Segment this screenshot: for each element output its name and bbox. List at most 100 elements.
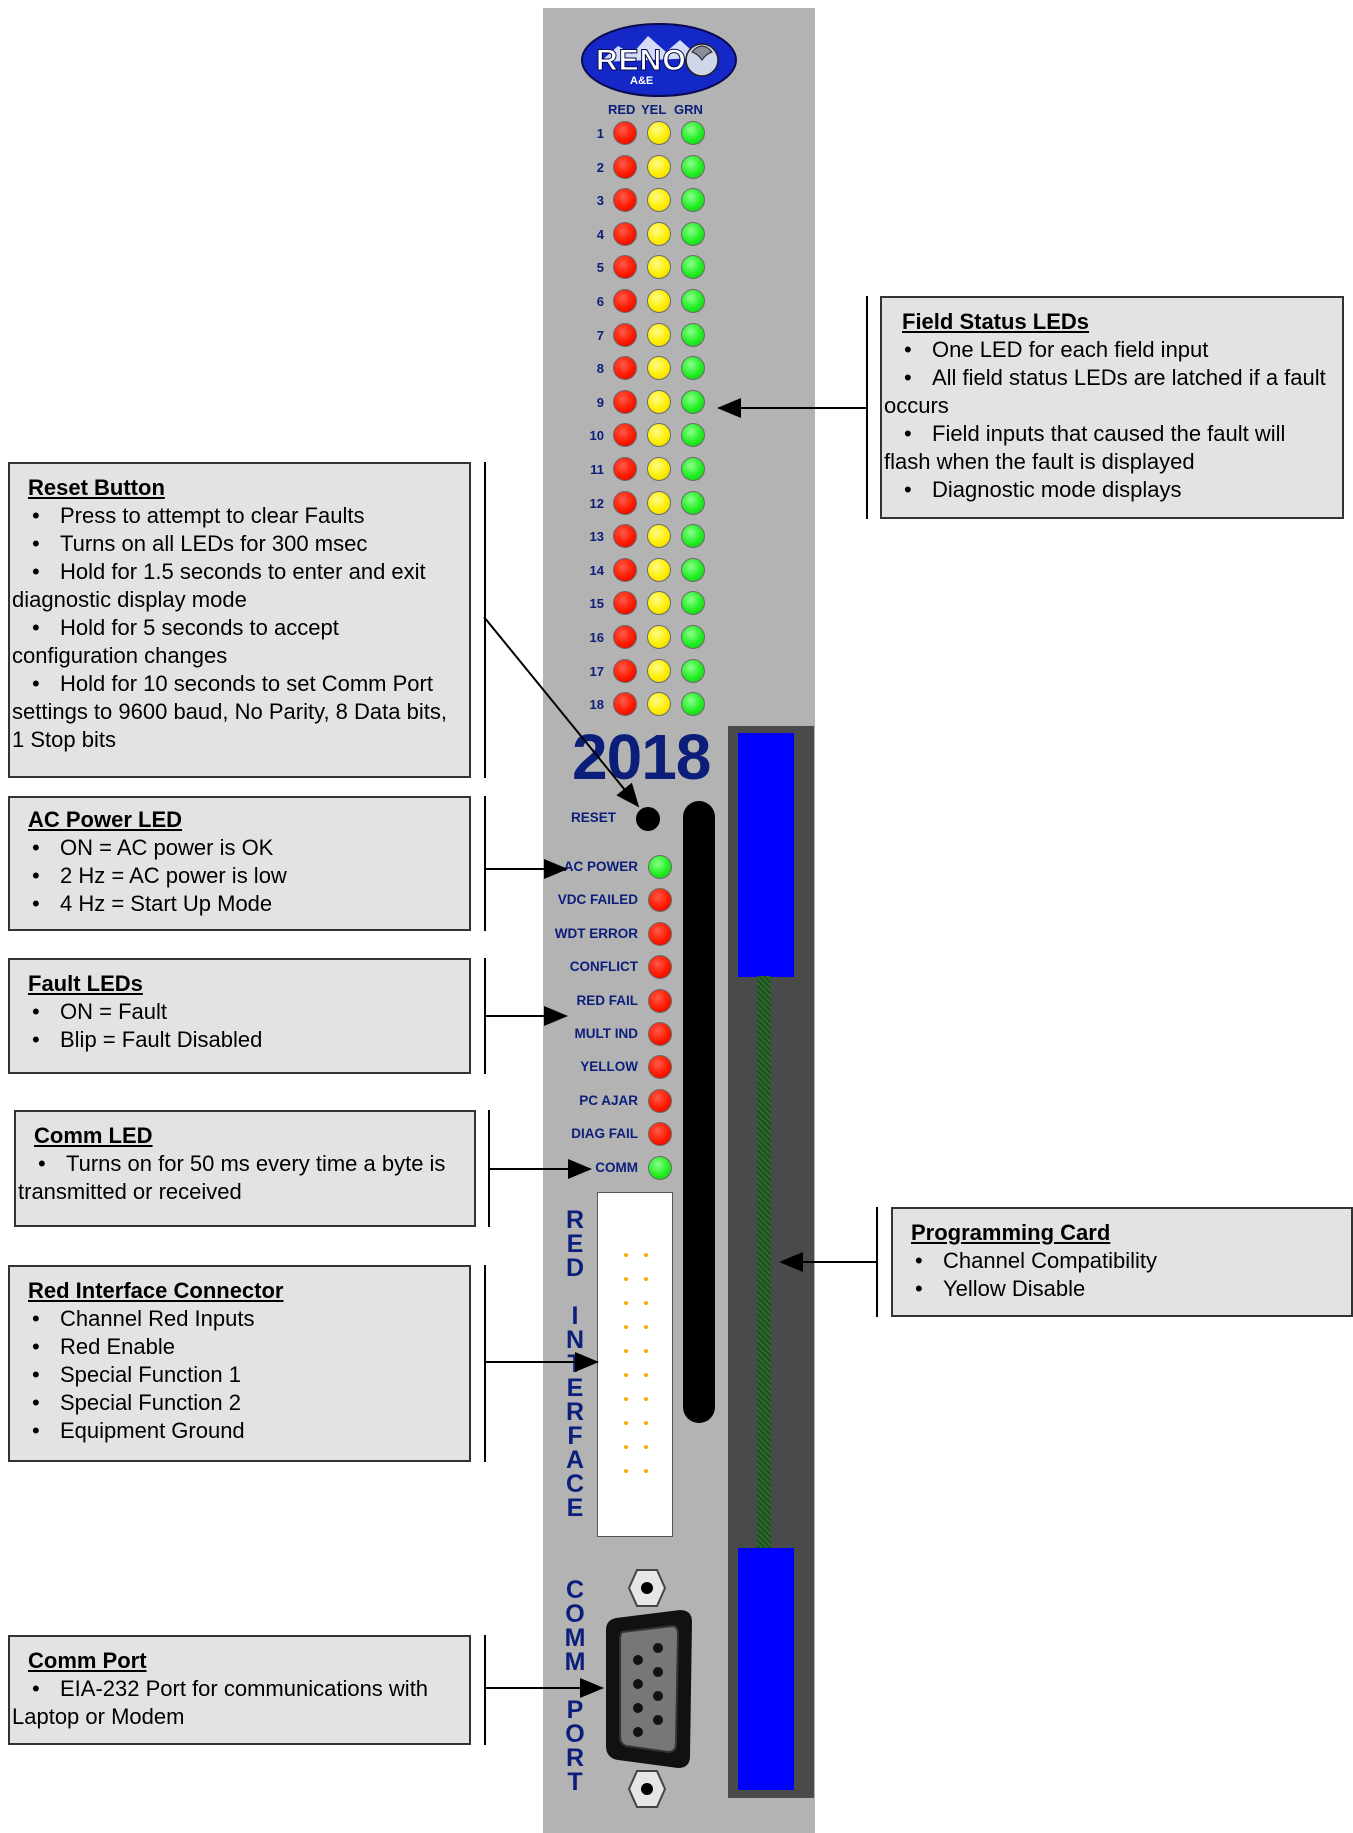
screw-icon [627, 1770, 667, 1808]
channel-number: 10 [589, 428, 604, 444]
connector-pin [644, 1301, 648, 1305]
callout-item: Field inputs that caused the fault will … [834, 420, 1342, 476]
connector-pin [644, 1397, 648, 1401]
status-led-row: AC POWER [548, 852, 678, 882]
yellow-led [647, 389, 671, 414]
status-led-row: COMM [548, 1153, 678, 1183]
led-header-yellow: YEL [641, 102, 667, 117]
field-status-led-row: 6 [580, 287, 710, 317]
callout-bracket [484, 1265, 486, 1462]
field-status-led-row: 18 [580, 690, 710, 720]
programming-card-bottom [738, 1548, 794, 1790]
connector-pin [624, 1421, 628, 1425]
channel-number: 17 [589, 663, 604, 679]
red-led [648, 988, 672, 1013]
callout-title: AC Power LED [28, 807, 183, 832]
callout-item: 4 Hz = Start Up Mode [0, 890, 469, 918]
status-led-label: AC POWER [563, 859, 638, 874]
field-status-led-row: 12 [580, 489, 710, 519]
status-led-row: VDC FAILED [548, 885, 678, 915]
yellow-led [647, 188, 671, 213]
field-status-led-row: 13 [580, 522, 710, 552]
channel-number: 12 [589, 495, 604, 511]
red-led [613, 423, 637, 448]
green-led [681, 188, 705, 213]
status-led-label: MULT IND [574, 1026, 639, 1041]
reset-button[interactable] [636, 807, 660, 831]
status-led-label: WDT ERROR [554, 925, 638, 941]
model-number: 2018 [572, 721, 711, 793]
yellow-led [647, 625, 671, 649]
field-status-led-row: 16 [580, 623, 710, 653]
green-led [681, 557, 705, 582]
yellow-led [647, 356, 671, 381]
callout-item: Channel Compatibility [845, 1247, 1351, 1275]
callout-item: Yellow Disable [845, 1275, 1351, 1303]
green-led [681, 255, 705, 280]
callout-bracket [484, 796, 486, 931]
status-led-label: CONFLICT [569, 959, 638, 975]
channel-number: 15 [589, 596, 604, 612]
field-status-led-row: 11 [580, 455, 710, 485]
callout-item: EIA-232 Port for communications with Lap… [0, 1675, 469, 1731]
connector-pin [624, 1301, 628, 1305]
callout-item: Turns on all LEDs for 300 msec [0, 530, 469, 558]
green-led [681, 322, 705, 347]
channel-number: 13 [589, 529, 604, 545]
red-led [648, 888, 672, 913]
channel-number: 1 [596, 126, 604, 141]
field-status-led-row: 9 [580, 388, 710, 418]
green-led [681, 658, 705, 683]
green-led [681, 289, 705, 313]
channel-number: 4 [596, 226, 604, 242]
field-status-led-row: 4 [580, 220, 710, 250]
green-led [681, 490, 705, 515]
yellow-led [647, 289, 671, 313]
status-led-label: RED FAIL [576, 992, 638, 1008]
red-led [613, 221, 637, 246]
callout-title: Programming Card [911, 1220, 1111, 1245]
connector-pin [644, 1253, 648, 1257]
green-led [681, 457, 705, 481]
yellow-led [647, 221, 671, 246]
connector-pin [644, 1469, 648, 1473]
callout-item: Special Function 1 [0, 1361, 469, 1389]
red-led [613, 389, 637, 414]
yellow-led [647, 255, 671, 280]
channel-number: 11 [590, 462, 604, 477]
channel-number: 3 [596, 193, 604, 209]
programming-card-board [757, 976, 771, 1550]
callout-item: Turns on for 50 ms every time a byte is … [0, 1150, 474, 1206]
yellow-led [647, 557, 671, 582]
callout-item: Hold for 5 seconds to accept configurati… [0, 614, 469, 670]
channel-number: 18 [589, 697, 604, 713]
callout-item: 2 Hz = AC power is low [0, 862, 469, 890]
red-led [613, 658, 637, 683]
callout-fault-leds: Fault LEDs ON = Fault Blip = Fault Disab… [8, 958, 471, 1074]
programming-card-top [738, 733, 794, 977]
yellow-led [647, 591, 671, 616]
db9-connector-icon[interactable] [602, 1610, 694, 1768]
red-led [613, 524, 637, 549]
red-led [613, 591, 637, 616]
callout-item: ON = AC power is OK [0, 834, 469, 862]
red-led [613, 356, 637, 381]
status-led-row: PC AJAR [548, 1086, 678, 1116]
yellow-led [647, 322, 671, 347]
red-led [613, 289, 637, 313]
connector-pin [624, 1253, 628, 1257]
red-interface-connector[interactable] [597, 1192, 673, 1537]
field-status-led-row: 15 [580, 589, 710, 619]
connector-pin [644, 1373, 648, 1377]
status-led-label: DIAG FAIL [571, 1126, 638, 1142]
field-status-led-row: 3 [580, 186, 710, 216]
field-status-led-row: 14 [580, 556, 710, 586]
callout-item: Red Enable [0, 1333, 469, 1361]
panel-slot [683, 801, 715, 1423]
callout-title: Field Status LEDs [902, 309, 1090, 334]
connector-pin [624, 1277, 628, 1281]
callout-reset-button: Reset Button Press to attempt to clear F… [8, 462, 471, 778]
callout-title: Red Interface Connector [28, 1278, 284, 1303]
callout-item: Special Function 2 [0, 1389, 469, 1417]
